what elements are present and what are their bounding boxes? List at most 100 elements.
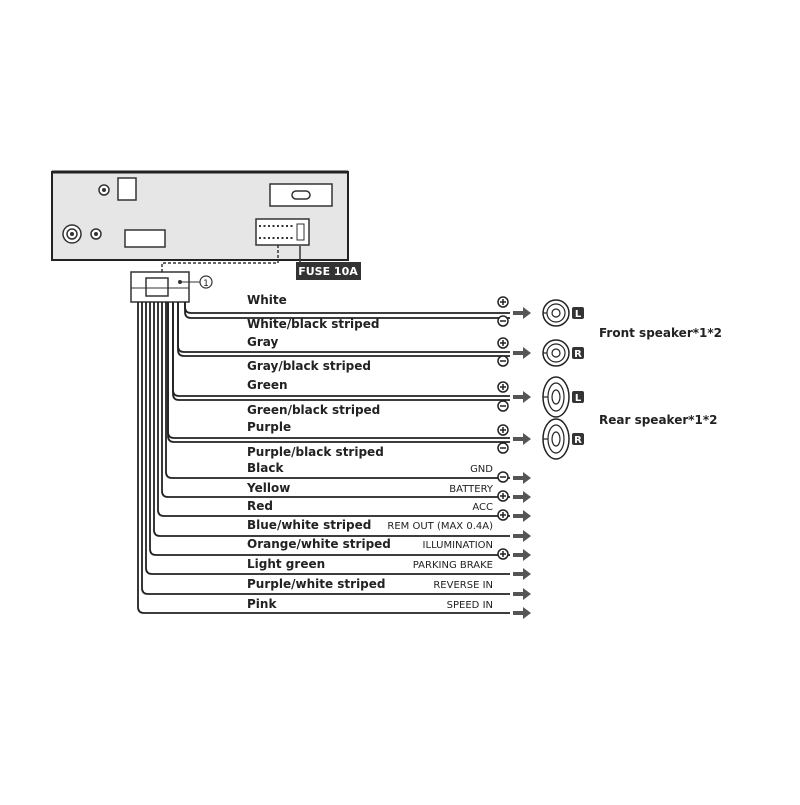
wire-label: White (247, 293, 287, 307)
arrow-icon (513, 347, 531, 359)
wire-label: Purple/white striped (247, 577, 386, 591)
wire-label: Purple (247, 420, 291, 434)
arrow-icon (513, 530, 531, 542)
wire-white-black-striped (184, 302, 510, 319)
front-speaker-icon (542, 299, 570, 327)
socket-pin (286, 225, 288, 227)
plus-terminal-icon (497, 548, 509, 560)
wire-pink (137, 302, 510, 614)
front-speaker-icon (542, 339, 570, 367)
wire-purple-white-striped (141, 302, 510, 595)
wire-light-green (145, 302, 510, 575)
minus-terminal-icon (497, 442, 509, 454)
harness-socket (255, 218, 310, 246)
wire-label: Light green (247, 557, 325, 571)
function-label: BATTERY (449, 484, 494, 495)
socket-pin (281, 225, 284, 227)
rear-speaker-icon (542, 418, 570, 460)
function-label: GND (470, 464, 493, 475)
minus-terminal-icon (497, 400, 509, 412)
plus-terminal-icon (497, 296, 509, 308)
function-label: ILLUMINATION (423, 540, 493, 551)
wire-yellow (161, 302, 510, 498)
speakers: L R L R (542, 299, 584, 460)
wire-label: White/black striped (247, 317, 379, 331)
plus-terminal-icon (497, 509, 509, 521)
arrow-icon (513, 549, 531, 561)
ground-terminal-icon (98, 184, 110, 196)
socket-pin (281, 237, 284, 239)
wire-green-black-striped (172, 302, 510, 401)
wire-white (184, 302, 510, 314)
socket-pin (259, 225, 261, 227)
svg-text:L: L (575, 393, 582, 404)
svg-text:L: L (575, 309, 582, 320)
wire-blue-white-striped (153, 302, 510, 537)
socket-pin (268, 225, 270, 227)
wire-orange-white-striped (149, 302, 510, 556)
wire-label: Black (247, 461, 284, 475)
rear-speaker-icon (542, 376, 570, 418)
arrow-icon (513, 491, 531, 503)
socket-pin (277, 225, 279, 227)
panel-port (124, 229, 166, 248)
wire-label: Pink (247, 597, 277, 611)
head-unit (51, 170, 349, 261)
function-label: REVERSE IN (433, 580, 493, 591)
svg-text:R: R (574, 435, 582, 446)
wire-purple-black-striped (167, 302, 510, 443)
socket-pin (272, 237, 275, 239)
arrow-icon (513, 307, 531, 319)
function-label: PARKING BRAKE (413, 560, 493, 571)
plus-terminal-icon (497, 337, 509, 349)
callout-number-badge: 1 (199, 275, 213, 289)
wire-label: Blue/white striped (247, 518, 371, 532)
arrow-icon (513, 568, 531, 580)
antenna-jack-icon (62, 224, 82, 244)
rear-speaker-label: Rear speaker*1*2 (599, 413, 718, 427)
wire-label: Red (247, 499, 273, 513)
wire-label: Orange/white striped (247, 537, 391, 551)
fuse-label: FUSE 10A (298, 265, 358, 278)
plus-terminal-icon (497, 490, 509, 502)
callout-number: 1 (203, 279, 209, 289)
socket-pin (259, 237, 261, 239)
socket-pin (286, 237, 288, 239)
channel-badge-l: L (572, 391, 584, 404)
socket-pin (263, 225, 266, 227)
wire-label: Yellow (246, 481, 290, 495)
socket-pin (277, 237, 279, 239)
arrow-icon (513, 391, 531, 403)
wire-label: Gray (247, 335, 278, 349)
socket-pin (290, 225, 293, 227)
fuse-badge: FUSE 10A (296, 246, 361, 280)
arrow-icon (513, 472, 531, 484)
channel-badge-l: L (572, 307, 584, 320)
arrow-icon (513, 433, 531, 445)
arrow-icon (513, 510, 531, 522)
fuse-icon (291, 190, 311, 200)
harness-plug: 1 (130, 271, 213, 303)
remote-input-jack-icon (90, 228, 102, 240)
channel-badge-r: R (572, 433, 584, 446)
function-label: SPEED IN (447, 600, 493, 611)
wire-label: Gray/black striped (247, 359, 371, 373)
plus-terminal-icon (497, 381, 509, 393)
wire-label: Green/black striped (247, 403, 380, 417)
socket-pin (268, 237, 270, 239)
function-label: REM OUT (MAX 0.4A) (387, 521, 493, 532)
wire-label: Green (247, 378, 288, 392)
arrow-icon (513, 588, 531, 600)
minus-terminal-icon (497, 315, 509, 327)
channel-badge-r: R (572, 347, 584, 360)
wire-label: Purple/black striped (247, 445, 384, 459)
minus-terminal-icon (497, 471, 509, 483)
socket-pin (263, 237, 266, 239)
wire-black (165, 302, 510, 479)
wire-gray-black-striped (177, 302, 510, 357)
connection-dashed-line (161, 245, 279, 272)
panel-slot (117, 177, 137, 201)
wire-red (157, 302, 510, 517)
